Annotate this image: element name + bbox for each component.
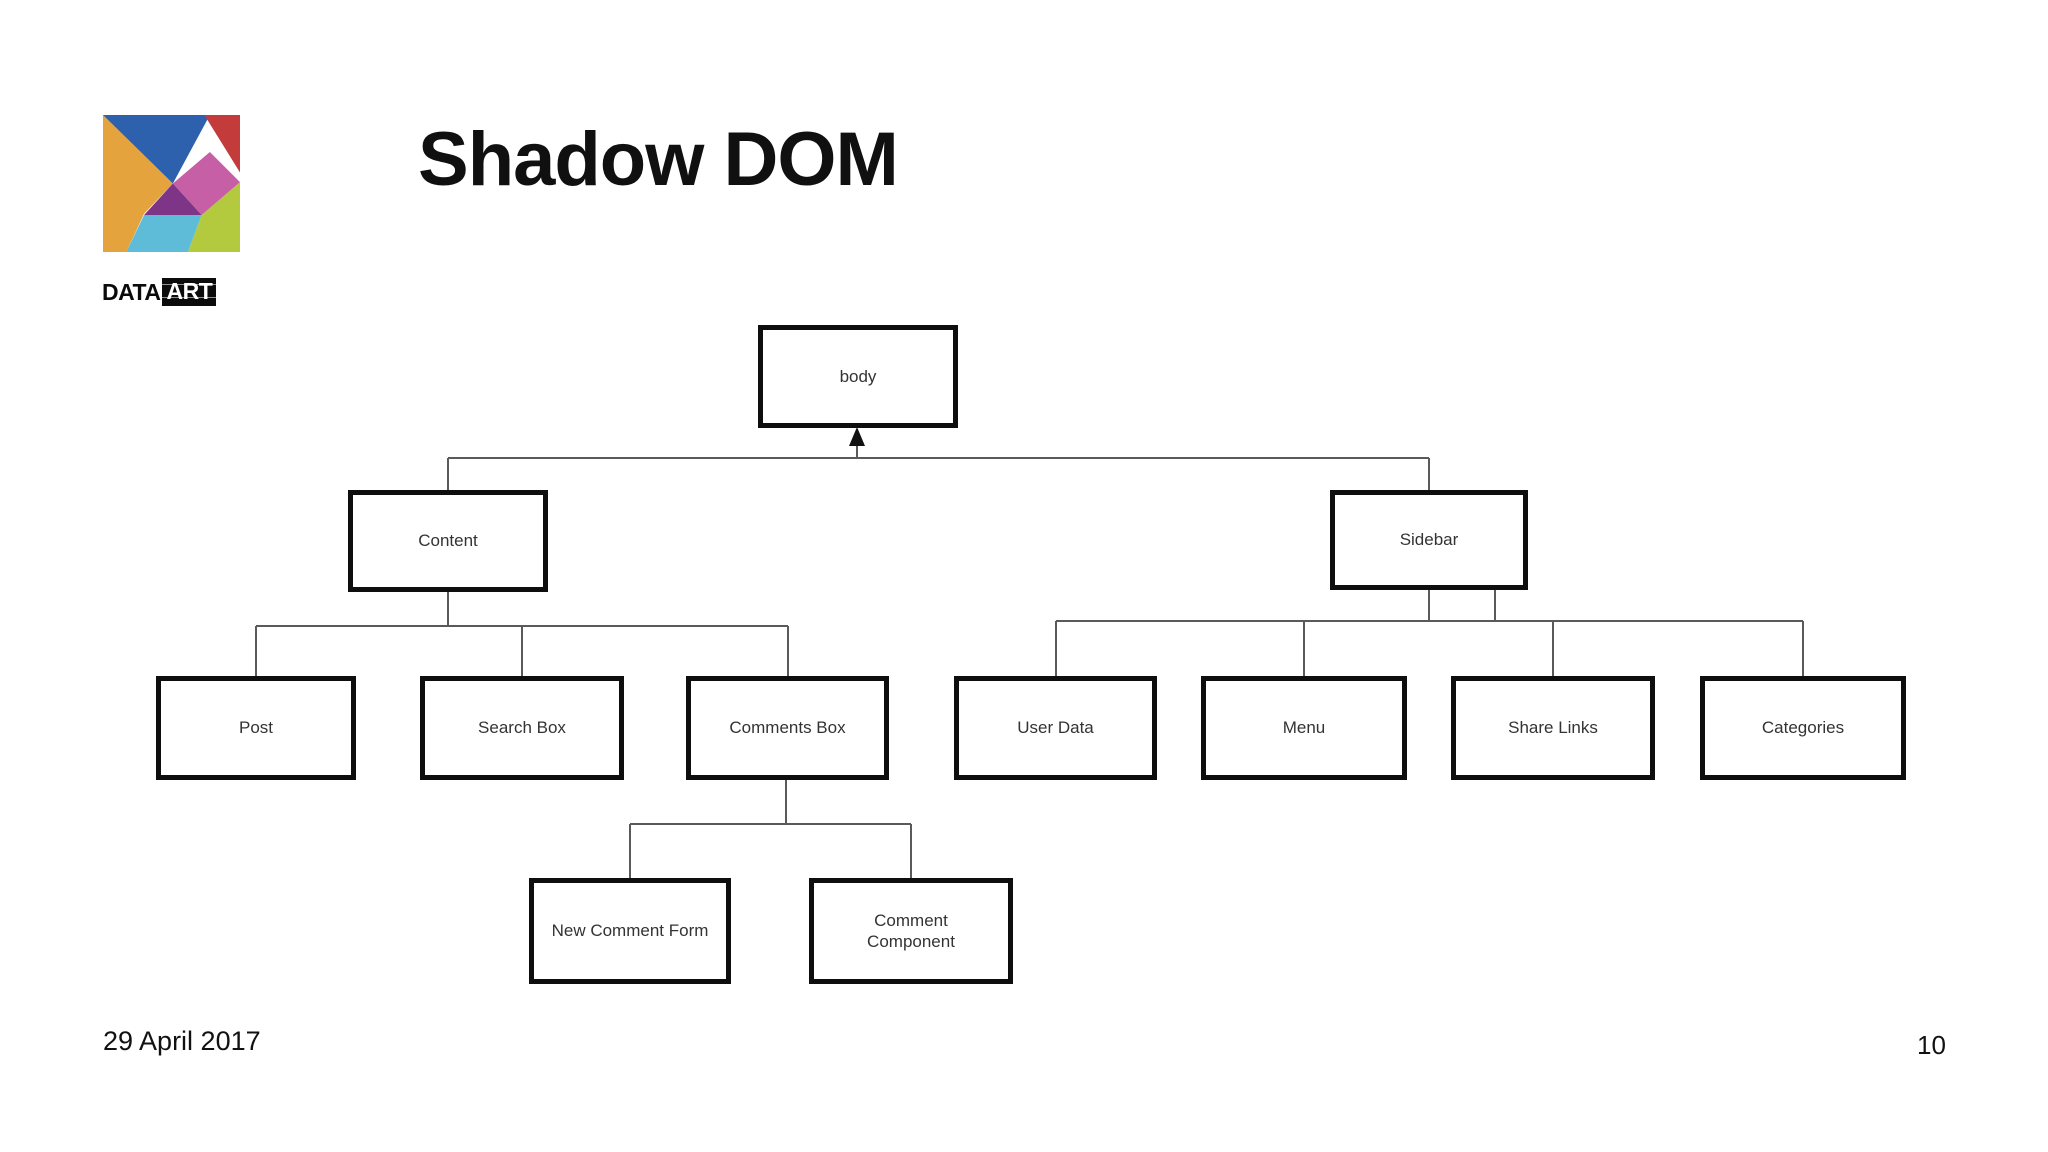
node-post-label: Post xyxy=(238,718,274,738)
node-content-label: Content xyxy=(418,531,478,551)
node-sidebar-label: Sidebar xyxy=(1399,530,1459,550)
node-body: body xyxy=(758,325,958,428)
arrowhead-up-icon xyxy=(849,427,865,446)
node-share-links-label: Share Links xyxy=(1508,718,1598,738)
node-categories: Categories xyxy=(1700,676,1906,780)
node-user-data-label: User Data xyxy=(1017,718,1094,738)
wordmark-art: ART xyxy=(162,278,217,306)
node-new-comment-form: New Comment Form xyxy=(529,878,731,984)
wordmark-data: DATA xyxy=(102,278,161,305)
node-menu: Menu xyxy=(1201,676,1407,780)
node-body-label: body xyxy=(839,366,877,386)
node-menu-label: Menu xyxy=(1282,718,1326,738)
node-comment-component: Comment Component xyxy=(809,878,1013,984)
node-share-links: Share Links xyxy=(1451,676,1655,780)
node-comments-box: Comments Box xyxy=(686,676,889,780)
dataart-logo-icon xyxy=(103,115,240,252)
node-user-data: User Data xyxy=(954,676,1157,780)
node-comments-box-label: Comments Box xyxy=(729,718,846,738)
slide-title: Shadow DOM xyxy=(418,117,899,202)
node-search-box: Search Box xyxy=(420,676,624,780)
page-number: 10 xyxy=(1917,1030,1946,1060)
node-search-box-label: Search Box xyxy=(478,718,566,738)
node-new-comment-form-label: New Comment Form xyxy=(551,921,709,941)
node-categories-label: Categories xyxy=(1761,718,1845,738)
node-content: Content xyxy=(348,490,548,592)
footer-date: 29 April 2017 xyxy=(103,1026,261,1056)
node-sidebar: Sidebar xyxy=(1330,490,1528,590)
node-comment-component-label: Comment Component xyxy=(867,910,955,951)
node-post: Post xyxy=(156,676,356,780)
